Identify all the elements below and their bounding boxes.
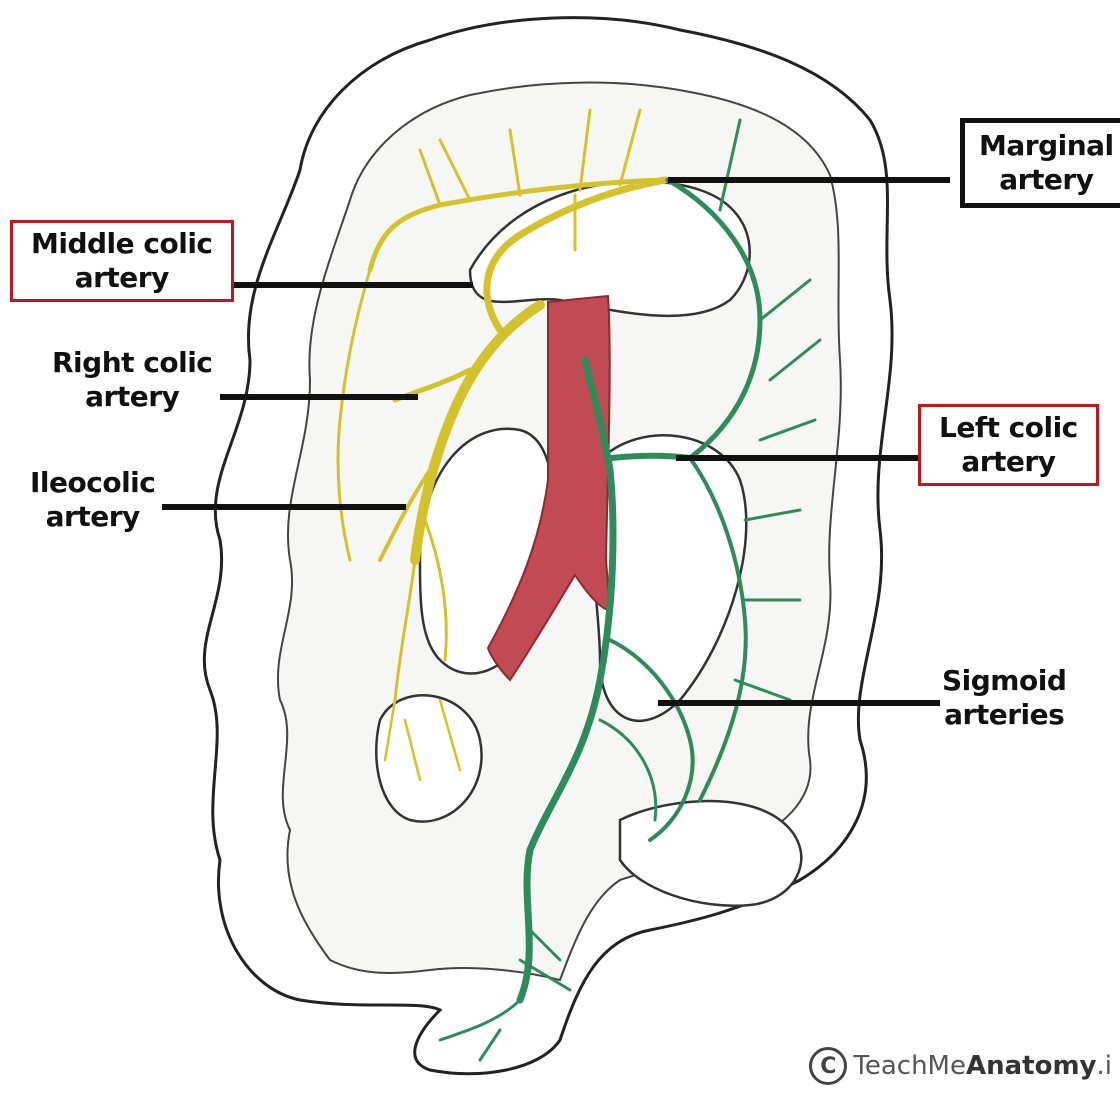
label-ileocolic-artery: Ileocolic artery (30, 466, 155, 534)
label-left-colic-artery: Left colic artery (918, 404, 1099, 486)
leader-middle-colic (215, 282, 473, 288)
label-right-colic-line2: artery (52, 380, 212, 414)
watermark-brand: TeachMeAnatomy.i (853, 1051, 1112, 1081)
watermark-brand-light: TeachMe (853, 1051, 966, 1081)
leader-left-colic (676, 455, 922, 461)
label-marginal-artery: Marginal artery (960, 118, 1120, 208)
label-left-colic-line2: artery (939, 445, 1078, 479)
label-ileocolic-line2: artery (30, 500, 155, 534)
label-marginal-line1: Marginal (979, 129, 1114, 163)
copyright-icon: C (809, 1047, 847, 1085)
label-left-colic-line1: Left colic (939, 411, 1078, 445)
label-right-colic-artery: Right colic artery (52, 346, 212, 414)
label-sigmoid-arteries: Sigmoid arteries (942, 664, 1066, 732)
label-sigmoid-line2: arteries (942, 698, 1066, 732)
leader-marginal (668, 177, 950, 183)
leader-sigmoid (658, 700, 940, 706)
label-middle-colic-line2: artery (31, 261, 213, 295)
label-sigmoid-line1: Sigmoid (942, 664, 1066, 698)
watermark-brand-bold: Anatomy (966, 1051, 1097, 1081)
label-marginal-line2: artery (979, 163, 1114, 197)
label-middle-colic-line1: Middle colic (31, 227, 213, 261)
label-ileocolic-line1: Ileocolic (30, 466, 155, 500)
leader-right-colic (220, 394, 418, 400)
leader-ileocolic (162, 504, 406, 510)
label-middle-colic-artery: Middle colic artery (10, 220, 234, 302)
watermark-suffix: .i (1097, 1051, 1113, 1081)
teachmeanatomy-watermark: C TeachMeAnatomy.i (809, 1047, 1112, 1085)
label-right-colic-line1: Right colic (52, 346, 212, 380)
